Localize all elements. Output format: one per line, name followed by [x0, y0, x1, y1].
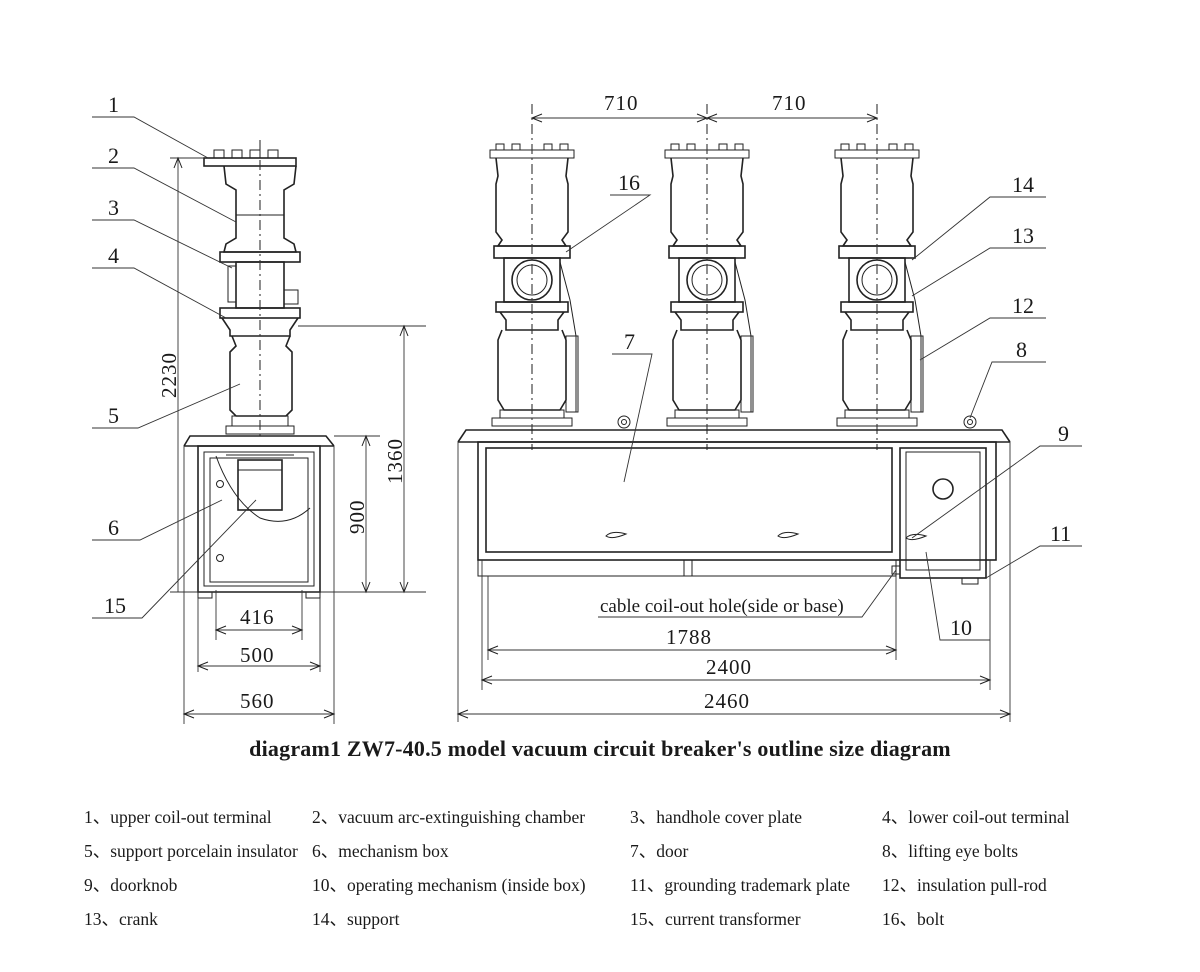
- callout-15: 15: [104, 593, 126, 618]
- legend-item: 6、mechanism box: [312, 841, 449, 861]
- dim-560: 560: [240, 689, 275, 713]
- legend-item: 11、grounding trademark plate: [630, 875, 850, 895]
- front-view: [456, 104, 1082, 722]
- dim-500: 500: [240, 643, 275, 667]
- legend-item: 4、lower coil-out terminal: [882, 807, 1070, 827]
- callout-2: 2: [108, 143, 119, 168]
- callout-3: 3: [108, 195, 119, 220]
- diagram-title: diagram1 ZW7-40.5 model vacuum circuit b…: [249, 736, 951, 761]
- callout-4: 4: [108, 243, 119, 268]
- callout-14: 14: [1012, 172, 1034, 197]
- legend-item: 3、handhole cover plate: [630, 807, 803, 827]
- legend-item: 13、crank: [84, 909, 158, 929]
- legend-item: 10、operating mechanism (inside box): [312, 875, 586, 895]
- dim-710-left: 710: [604, 91, 639, 115]
- dim-1788: 1788: [666, 625, 712, 649]
- callout-6: 6: [108, 515, 119, 540]
- dim-900: 900: [345, 500, 369, 535]
- callout-1: 1: [108, 92, 119, 117]
- cable-note: cable coil-out hole(side or base): [600, 596, 844, 617]
- callout-7: 7: [624, 329, 635, 354]
- legend-item: 8、lifting eye bolts: [882, 841, 1019, 861]
- dim-2400: 2400: [706, 655, 752, 679]
- dim-2230: 2230: [157, 352, 181, 398]
- legend-item: 12、insulation pull-rod: [882, 875, 1047, 895]
- outline-drawing: 1 2 3 4 5 6 15 2230 1360 900 416 500 560: [92, 91, 1082, 724]
- dim-416: 416: [240, 605, 275, 629]
- legend-item: 5、support porcelain insulator: [84, 841, 298, 861]
- side-view: [92, 116, 426, 724]
- legend-item: 14、support: [312, 909, 400, 929]
- callout-9: 9: [1058, 421, 1069, 446]
- legend-item: 2、vacuum arc-extinguishing chamber: [312, 807, 586, 827]
- dim-1360: 1360: [383, 438, 407, 484]
- parts-legend: 1、upper coil-out terminal 2、vacuum arc-e…: [84, 806, 1144, 930]
- legend-item: 1、upper coil-out terminal: [84, 807, 272, 827]
- legend-item: 7、door: [630, 841, 689, 861]
- pole-right: [834, 143, 924, 427]
- pole-center: [664, 143, 754, 427]
- legend-item: 16、bolt: [882, 909, 945, 929]
- callout-10: 10: [950, 615, 972, 640]
- callout-16: 16: [618, 170, 640, 195]
- dim-710-right: 710: [772, 91, 807, 115]
- callout-5: 5: [108, 403, 119, 428]
- pole-left: [489, 143, 579, 427]
- dim-2460: 2460: [704, 689, 750, 713]
- callout-13: 13: [1012, 223, 1034, 248]
- callout-12: 12: [1012, 293, 1034, 318]
- callout-8: 8: [1016, 337, 1027, 362]
- legend-item: 9、doorknob: [84, 875, 178, 895]
- callout-11: 11: [1050, 521, 1071, 546]
- legend-item: 15、current transformer: [630, 909, 801, 929]
